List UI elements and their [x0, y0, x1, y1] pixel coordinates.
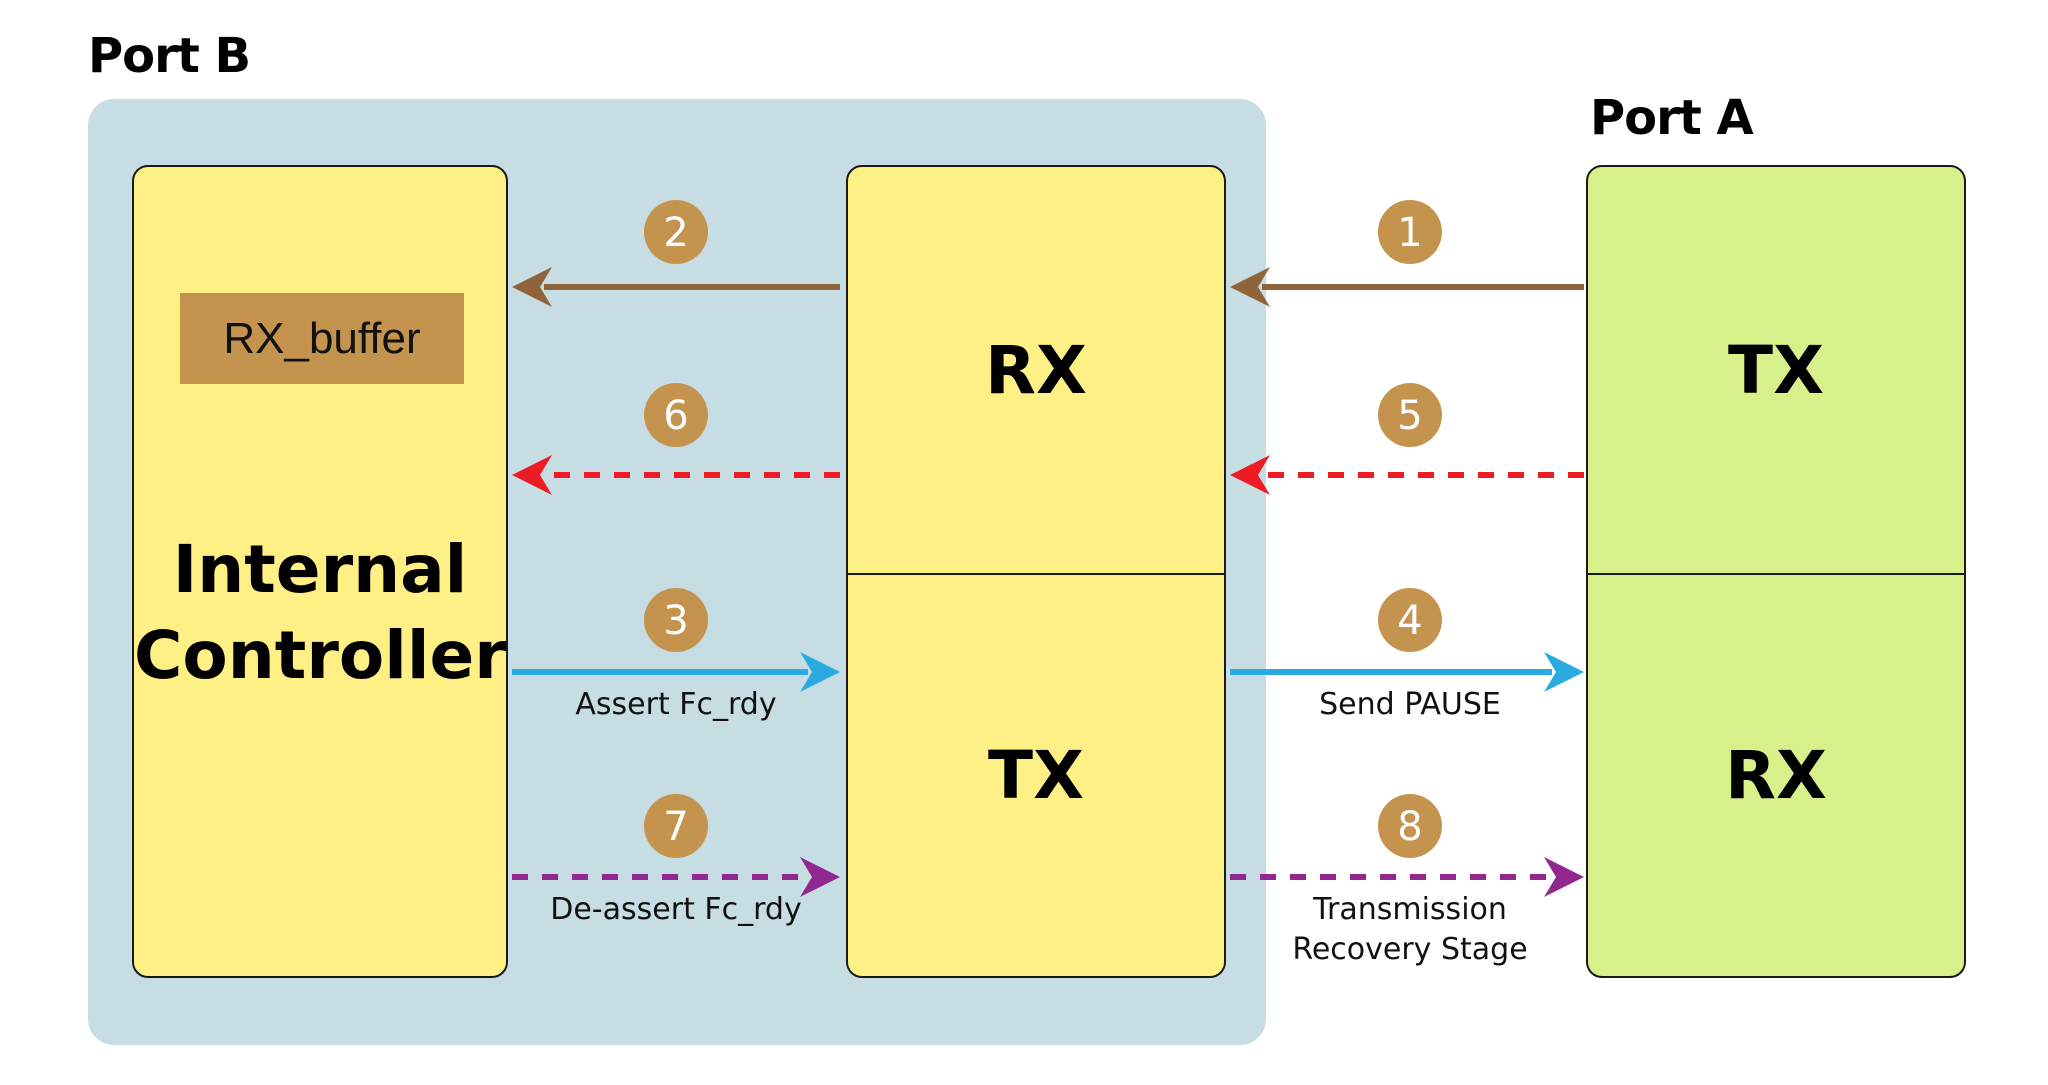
arrow-head-icon [1544, 652, 1584, 692]
step-1-badge: 1 [1378, 200, 1442, 264]
step-8-label: Recovery Stage [1292, 932, 1527, 967]
step-5-badge: 5 [1378, 383, 1442, 447]
internal-controller-label-line1: Internal [172, 531, 468, 608]
badge-circle [1378, 200, 1442, 264]
step-3-arrow [512, 652, 840, 692]
port-a-rx: RX [1725, 737, 1827, 814]
port-a-transceiver-block: TX RX [1586, 165, 1966, 978]
step-4-label: Send PAUSE [1319, 687, 1501, 722]
step-5-arrow [1230, 455, 1584, 495]
arrow-head-icon [512, 267, 552, 307]
badge-circle [644, 383, 708, 447]
badge-number: 1 [1397, 210, 1422, 256]
internal-controller-label-line2: Controller [134, 617, 507, 694]
step-7-label: De-assert Fc_rdy [550, 892, 801, 927]
rx-buffer: RX_buffer [180, 293, 464, 384]
badge-circle [644, 588, 708, 652]
step-1-arrow [1230, 267, 1584, 307]
step-4-arrow [1230, 652, 1584, 692]
step-6-arrow [512, 455, 840, 495]
step-2-badge: 2 [644, 200, 708, 264]
arrow-head-icon [800, 652, 840, 692]
badge-number: 7 [663, 804, 688, 850]
badge-number: 8 [1397, 804, 1422, 850]
arrow-head-icon [1230, 455, 1270, 495]
badge-number: 6 [663, 393, 688, 439]
badge-circle [644, 200, 708, 264]
step-7-badge: 7 [644, 794, 708, 858]
step-3-badge: 3 [644, 588, 708, 652]
step-2-arrow [512, 267, 840, 307]
internal-controller-label: Internal Controller [134, 527, 506, 699]
step-3-label: Assert Fc_rdy [575, 687, 776, 722]
port-a-tx: TX [1588, 167, 1964, 575]
step-4-badge: 4 [1378, 588, 1442, 652]
badge-circle [1378, 588, 1442, 652]
internal-controller-block: RX_buffer Internal Controller [132, 165, 508, 978]
port-a-title: Port A [1590, 90, 1754, 146]
arrow-head-icon [512, 455, 552, 495]
badge-number: 3 [663, 598, 688, 644]
arrow-head-icon [1230, 267, 1270, 307]
step-8-badge: 8 [1378, 794, 1442, 858]
port-b-rx: RX [848, 167, 1224, 575]
badge-circle [1378, 794, 1442, 858]
port-b-transceiver-block: RX TX [846, 165, 1226, 978]
step-6-badge: 6 [644, 383, 708, 447]
badge-number: 2 [663, 210, 688, 256]
badge-circle [1378, 383, 1442, 447]
port-b-title: Port B [88, 28, 251, 84]
step-8-label: Transmission [1312, 892, 1507, 927]
badge-circle [644, 794, 708, 858]
arrow-head-icon [800, 857, 840, 897]
arrow-head-icon [1544, 857, 1584, 897]
badge-number: 4 [1397, 598, 1422, 644]
port-b-tx: TX [988, 737, 1084, 814]
badge-number: 5 [1397, 393, 1422, 439]
step-7-arrow [512, 857, 840, 897]
step-8-arrow [1230, 857, 1584, 897]
